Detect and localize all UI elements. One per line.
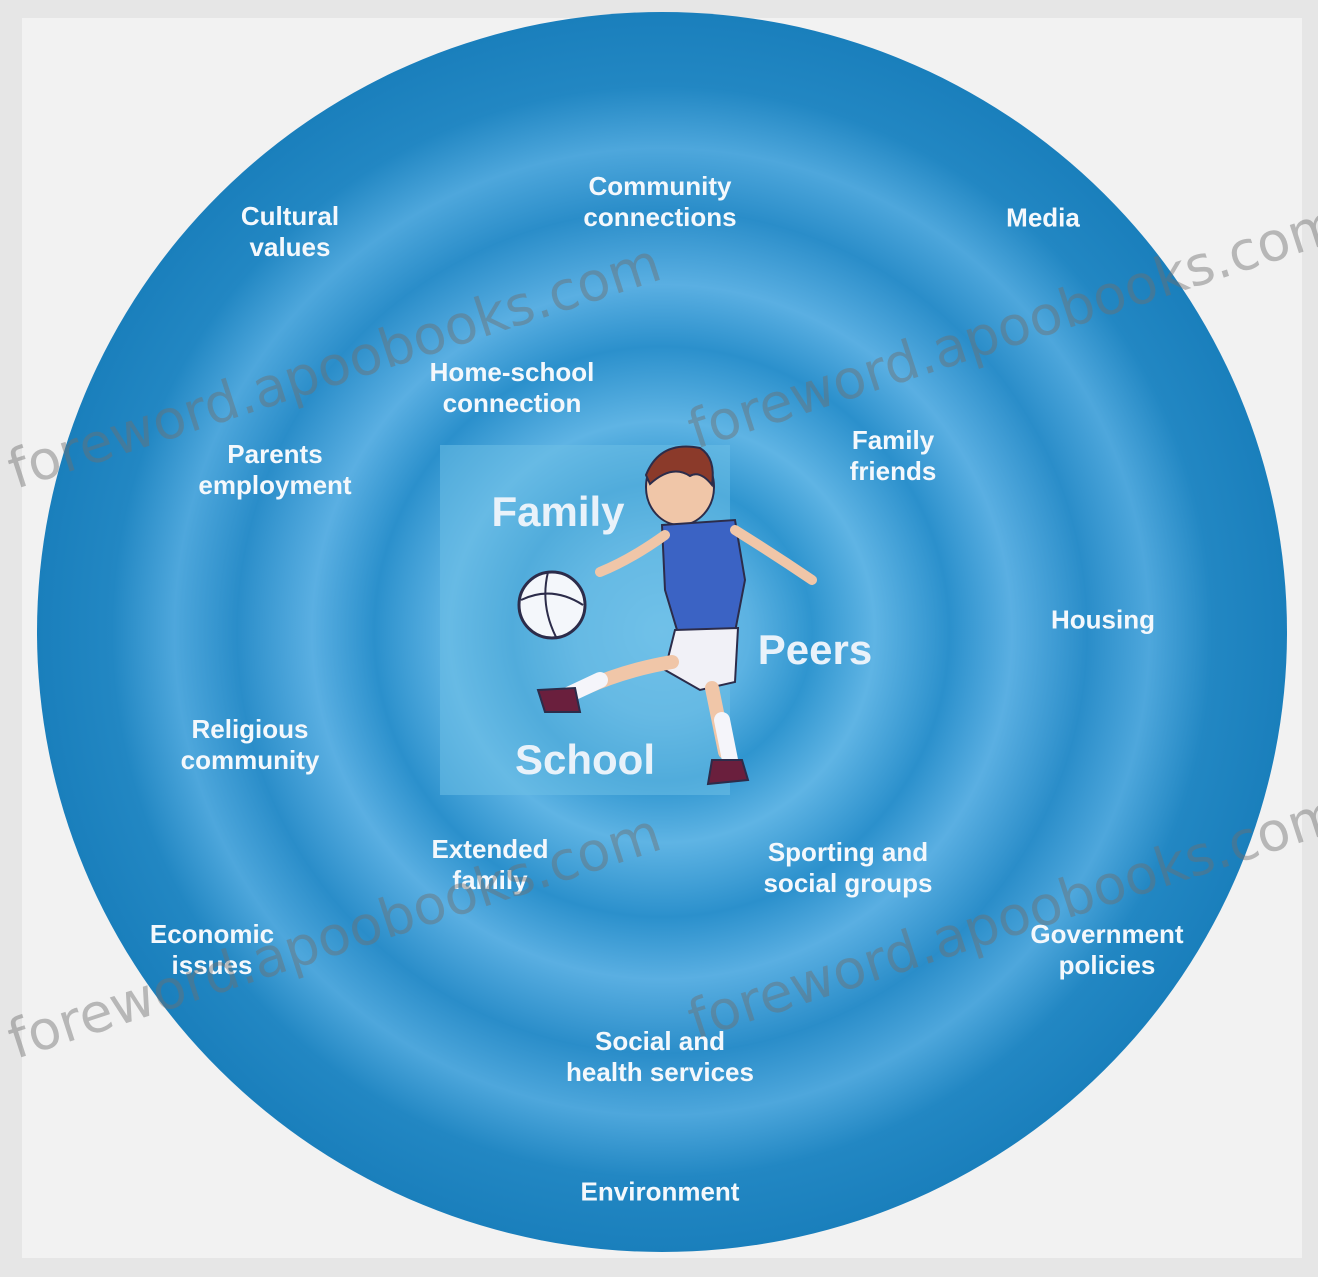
label-media: Media (1006, 202, 1080, 233)
label-school: School (514, 735, 656, 783)
label-environment: Environment (580, 1176, 740, 1207)
label-peers: Peers (757, 625, 873, 673)
label-housing: Housing (1051, 604, 1155, 635)
label-family: Family (491, 487, 625, 535)
child-kicking-ball-illustration (440, 445, 817, 795)
